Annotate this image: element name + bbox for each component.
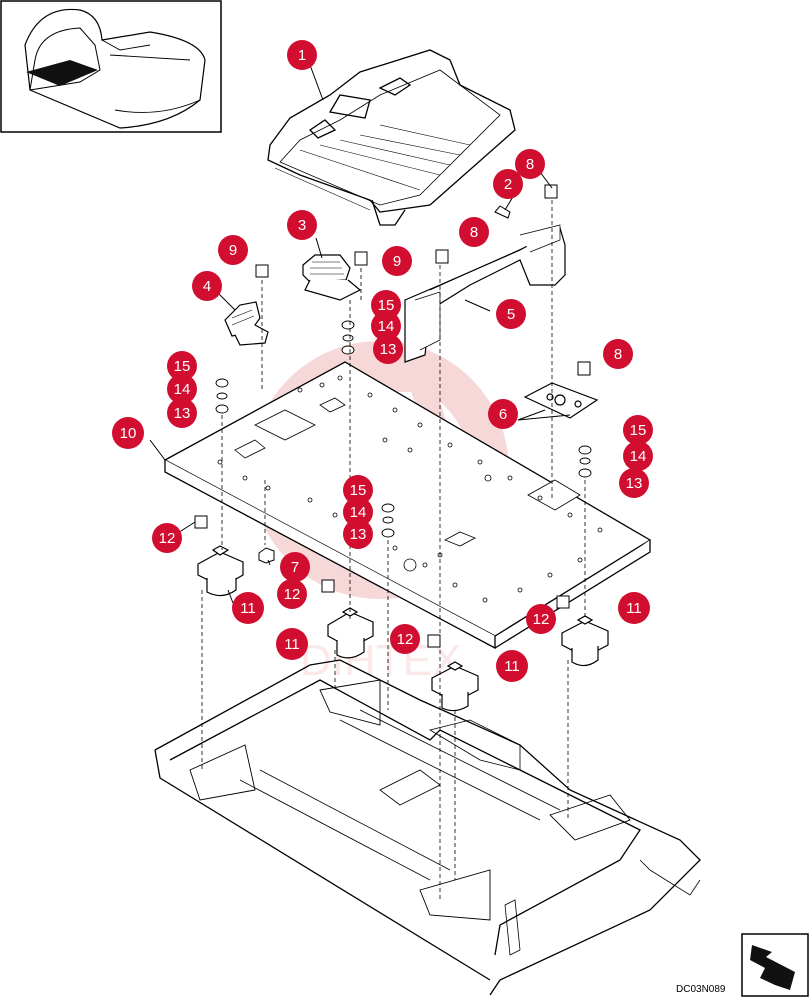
callout-3[interactable]: 3 [287, 210, 317, 240]
svg-text:14: 14 [630, 448, 647, 465]
pedal-part-3 [302, 254, 362, 301]
assembly-guide-lines [201, 200, 586, 900]
floor-cover-part [267, 49, 516, 226]
callout-6[interactable]: 6 [488, 399, 518, 429]
svg-text:11: 11 [240, 600, 256, 617]
callout-9[interactable]: 9 [218, 235, 248, 265]
svg-text:7: 7 [291, 559, 299, 576]
callout-8[interactable]: 8 [459, 217, 489, 247]
orientation-arrow-icon [741, 933, 809, 997]
svg-text:12: 12 [284, 586, 301, 603]
svg-text:11: 11 [504, 658, 520, 675]
svg-text:12: 12 [159, 530, 176, 547]
svg-text:4: 4 [203, 278, 211, 295]
mounts-part-11 [197, 545, 609, 712]
callout-14[interactable]: 14 [371, 311, 401, 341]
callout-12[interactable]: 12 [152, 523, 182, 553]
callout-15[interactable]: 15 [371, 290, 401, 320]
callout-12[interactable]: 12 [390, 624, 420, 654]
svg-text:14: 14 [378, 318, 395, 335]
svg-text:8: 8 [526, 156, 534, 173]
washer-stacks [215, 320, 592, 538]
callout-11[interactable]: 11 [618, 592, 650, 624]
callout-4[interactable]: 4 [192, 271, 222, 301]
callout-13[interactable]: 13 [373, 334, 403, 364]
callout-14[interactable]: 14 [167, 374, 197, 404]
callout-11[interactable]: 11 [232, 592, 264, 624]
bolt-group-top [255, 184, 591, 376]
callout-10[interactable]: 10 [112, 417, 144, 449]
svg-text:14: 14 [174, 381, 191, 398]
svg-text:9: 9 [229, 242, 237, 259]
svg-text:5: 5 [507, 306, 515, 323]
svg-text:3: 3 [298, 217, 306, 234]
callout-14[interactable]: 14 [623, 441, 653, 471]
callout-5[interactable]: 5 [496, 299, 526, 329]
svg-text:2: 2 [504, 176, 512, 193]
nut-part-7 [258, 547, 275, 564]
callout-12[interactable]: 12 [526, 604, 556, 634]
svg-text:8: 8 [470, 224, 478, 241]
svg-text:1: 1 [298, 47, 306, 64]
svg-text:13: 13 [626, 475, 643, 492]
callout-2[interactable]: 2 [493, 169, 523, 199]
svg-text:13: 13 [350, 526, 367, 543]
callout-15[interactable]: 15 [343, 475, 373, 505]
svg-text:11: 11 [626, 600, 642, 617]
floor-plate-part-10 [163, 361, 652, 650]
svg-text:12: 12 [397, 631, 414, 648]
plate-holes [217, 375, 603, 603]
callout-15[interactable]: 15 [167, 351, 197, 381]
callout-1[interactable]: 1 [287, 40, 317, 70]
bracket-part-5 [404, 224, 566, 363]
base-frame [154, 659, 701, 996]
bolt-group-lower [194, 515, 570, 648]
svg-text:8: 8 [614, 346, 622, 363]
svg-text:15: 15 [174, 358, 191, 375]
callout-13[interactable]: 13 [167, 398, 197, 428]
svg-text:13: 13 [380, 341, 397, 358]
svg-text:13: 13 [174, 405, 191, 422]
locator-inset [0, 0, 222, 133]
callout-11[interactable]: 11 [276, 628, 308, 660]
svg-text:15: 15 [350, 482, 367, 499]
svg-text:14: 14 [350, 504, 367, 521]
callout-15[interactable]: 15 [623, 415, 653, 445]
svg-text:15: 15 [630, 422, 647, 439]
callout-markers: 1 2 3 4 5 6 7 8 8 8 9 9 10 11 11 11 11 1… [112, 40, 653, 682]
callout-13[interactable]: 13 [619, 468, 649, 498]
pedal-part-4 [224, 301, 269, 346]
callout-11[interactable]: 11 [496, 650, 528, 682]
callout-8[interactable]: 8 [515, 149, 545, 179]
callout-12[interactable]: 12 [277, 579, 307, 609]
callout-13[interactable]: 13 [343, 519, 373, 549]
svg-text:11: 11 [284, 636, 300, 653]
callout-9[interactable]: 9 [382, 246, 412, 276]
svg-text:12: 12 [533, 611, 550, 628]
locator-highlight [26, 60, 98, 86]
plate-part-6 [523, 382, 599, 419]
svg-text:15: 15 [378, 297, 395, 314]
drawing-code-label: DC03N089 [676, 984, 726, 995]
svg-text:6: 6 [499, 406, 507, 423]
callout-14[interactable]: 14 [343, 497, 373, 527]
svg-text:9: 9 [393, 253, 401, 270]
callout-8[interactable]: 8 [603, 339, 633, 369]
callout-7[interactable]: 7 [280, 552, 310, 582]
svg-text:10: 10 [120, 425, 137, 442]
